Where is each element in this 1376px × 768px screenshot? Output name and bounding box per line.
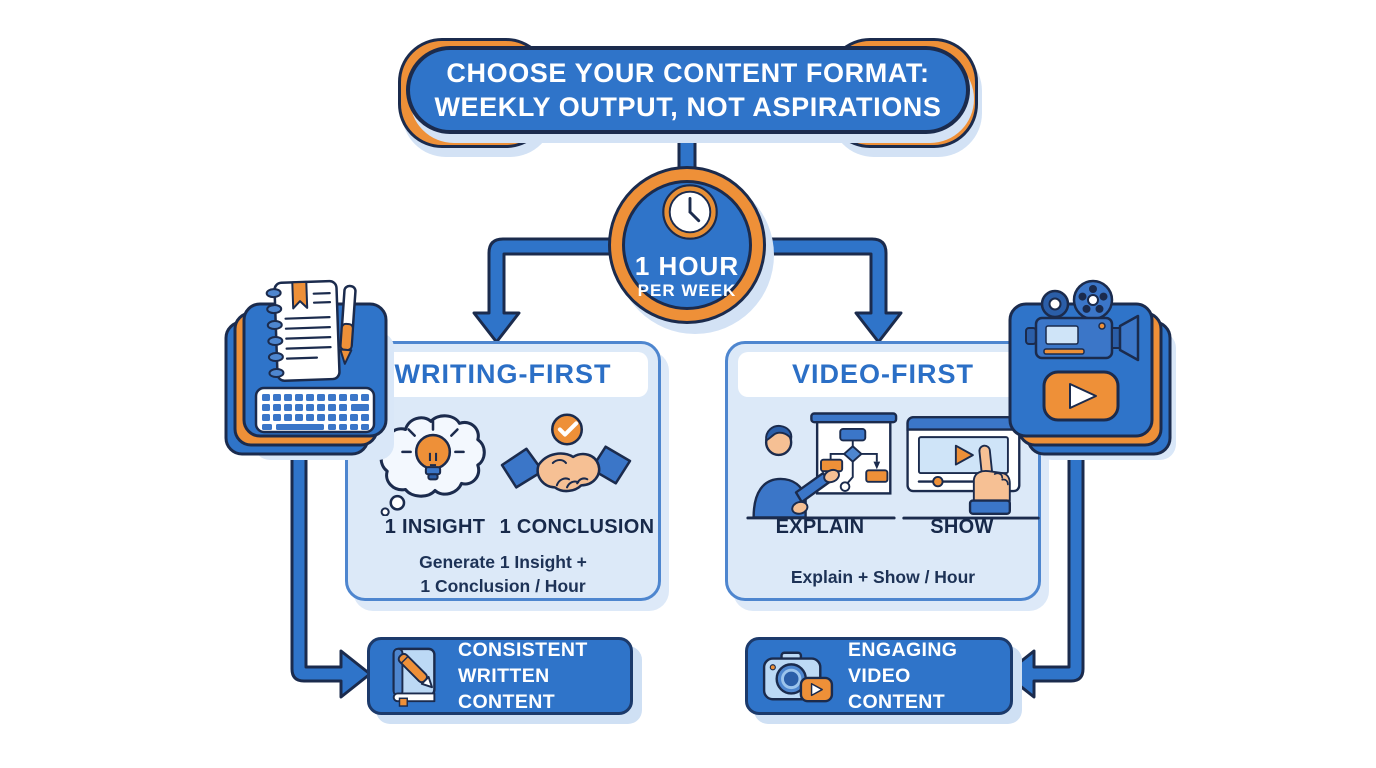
timer-value: 1 HOUR — [634, 251, 740, 281]
title-line-1: CHOOSE YOUR CONTENT FORMAT: — [446, 58, 930, 88]
book-pen-icon — [384, 645, 446, 707]
writing-result-text: CONSISTENT WRITTEN CONTENT — [458, 637, 630, 715]
camera-play-icon — [760, 645, 836, 707]
title-banner: CHOOSE YOUR CONTENT FORMAT: WEEKLY OUTPU… — [406, 46, 970, 134]
writing-item2-label: 1 CONCLUSION — [499, 516, 655, 538]
idea-thought-bubble-icon — [376, 402, 490, 516]
video-item2-label: SHOW — [930, 516, 994, 538]
video-first-card: VIDEO-FIRST — [725, 341, 1041, 601]
video-result-text: ENGAGING VIDEO CONTENT — [848, 637, 1010, 715]
notebook-keyboard-icon — [220, 276, 398, 464]
writing-result-line1: CONSISTENT — [458, 639, 588, 661]
timer-unit: PER WEEK — [637, 281, 737, 300]
writing-desc-line2: 1 Conclusion / Hour — [420, 576, 586, 596]
video-result-box: ENGAGING VIDEO CONTENT — [745, 637, 1013, 715]
writing-desc-line1: Generate 1 Insight + — [419, 552, 587, 572]
timer-node-inner — [622, 180, 752, 310]
writing-desc: Generate 1 Insight + 1 Conclusion / Hour — [348, 550, 658, 598]
video-result-line2: VIDEO CONTENT — [848, 665, 946, 713]
writing-first-card: WRITING-FIRST 1 INS — [345, 341, 661, 601]
presenter-flowchart-icon — [744, 406, 898, 524]
movie-camera-play-icon — [998, 276, 1176, 464]
writing-first-title: WRITING-FIRST — [358, 352, 648, 397]
writing-result-line2: WRITTEN CONTENT — [458, 665, 556, 713]
video-result-line1: ENGAGING — [848, 639, 958, 661]
title-line-2: WEEKLY OUTPUT, NOT ASPIRATIONS — [434, 92, 942, 122]
handshake-check-icon — [500, 412, 632, 514]
writing-result-box: CONSISTENT WRITTEN CONTENT — [367, 637, 633, 715]
video-item1-label: EXPLAIN — [775, 516, 865, 538]
arrow-timer-to-writing — [472, 237, 642, 344]
video-desc: Explain + Show / Hour — [790, 567, 976, 587]
arrow-timer-to-video — [733, 237, 903, 344]
writing-item1-label: 1 INSIGHT — [384, 516, 486, 538]
clock-icon — [661, 183, 719, 241]
timer-node: 1 HOUR PER WEEK — [608, 166, 766, 324]
video-player-hand-icon — [900, 408, 1042, 524]
video-first-title: VIDEO-FIRST — [738, 352, 1028, 397]
